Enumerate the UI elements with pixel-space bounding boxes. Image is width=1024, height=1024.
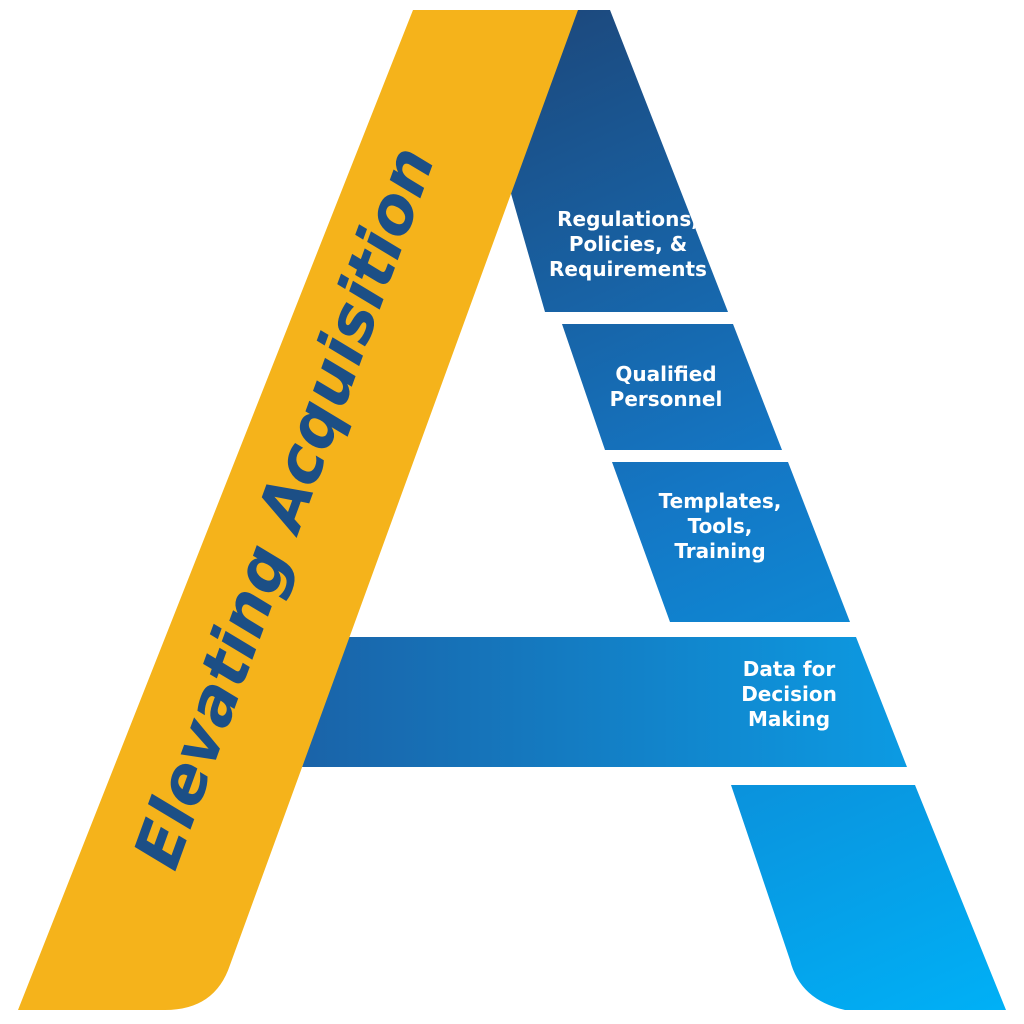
- segment-label-line: Tools,: [688, 514, 753, 538]
- segment-label-line: Training: [674, 539, 765, 563]
- segment-label-regulations: Regulations,Policies, &Requirements: [549, 207, 707, 281]
- segment-right-foot: [731, 785, 1006, 1010]
- segment-personnel: [562, 324, 782, 450]
- segment-label-templates: Templates,Tools,Training: [659, 489, 782, 563]
- segment-data-crossbar: [302, 637, 907, 767]
- segment-regulations: [510, 10, 728, 312]
- segment-label-line: Making: [748, 707, 830, 731]
- segment-label-line: Qualified: [615, 362, 716, 386]
- segment-label-line: Decision: [741, 682, 837, 706]
- segment-label-line: Requirements: [549, 257, 707, 281]
- segment-label-line: Data for: [743, 657, 836, 681]
- segment-label-line: Personnel: [610, 387, 723, 411]
- segment-labels: Regulations,Policies, &RequirementsQuali…: [549, 207, 837, 731]
- segment-label-line: Policies, &: [569, 232, 687, 256]
- segment-label-line: Regulations,: [557, 207, 699, 231]
- segment-label-line: Templates,: [659, 489, 782, 513]
- left-leg: [18, 10, 578, 1010]
- segment-templates: [612, 462, 850, 622]
